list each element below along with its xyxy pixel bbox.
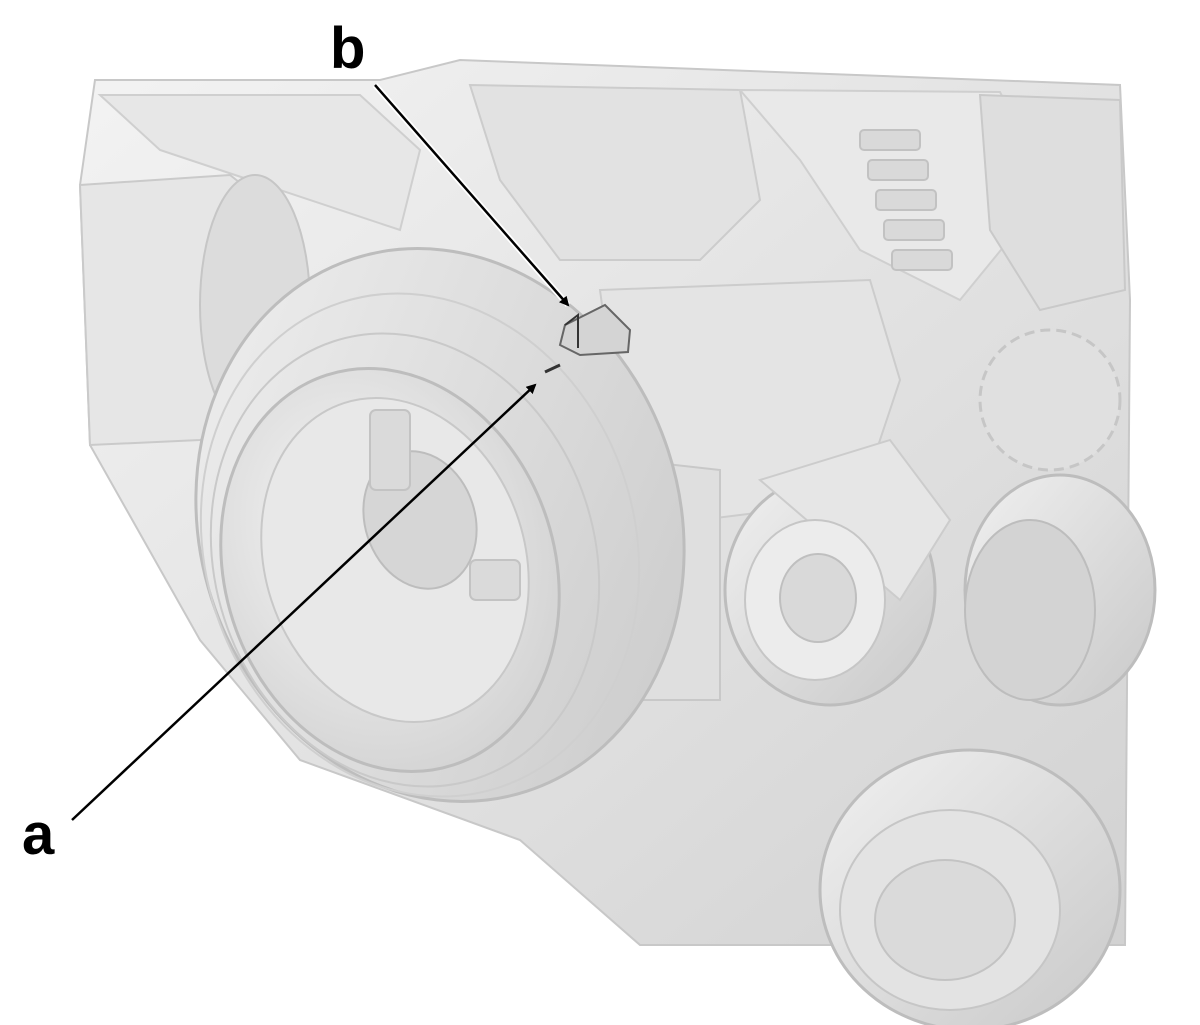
- ribbed-housing: [859, 129, 953, 271]
- pulley-timing-notch: [544, 363, 561, 374]
- callout-label-b: b: [330, 16, 366, 81]
- leader-line-a: [71, 383, 537, 821]
- crankshaft-pulley: [194, 247, 686, 803]
- right-pulley: [963, 473, 1157, 707]
- lower-pulley: [818, 748, 1122, 1025]
- leader-line-b-ink: [374, 84, 570, 307]
- timing-pointer: [558, 303, 632, 357]
- idler-pulley: [723, 438, 952, 707]
- callout-label-a: a: [22, 802, 55, 867]
